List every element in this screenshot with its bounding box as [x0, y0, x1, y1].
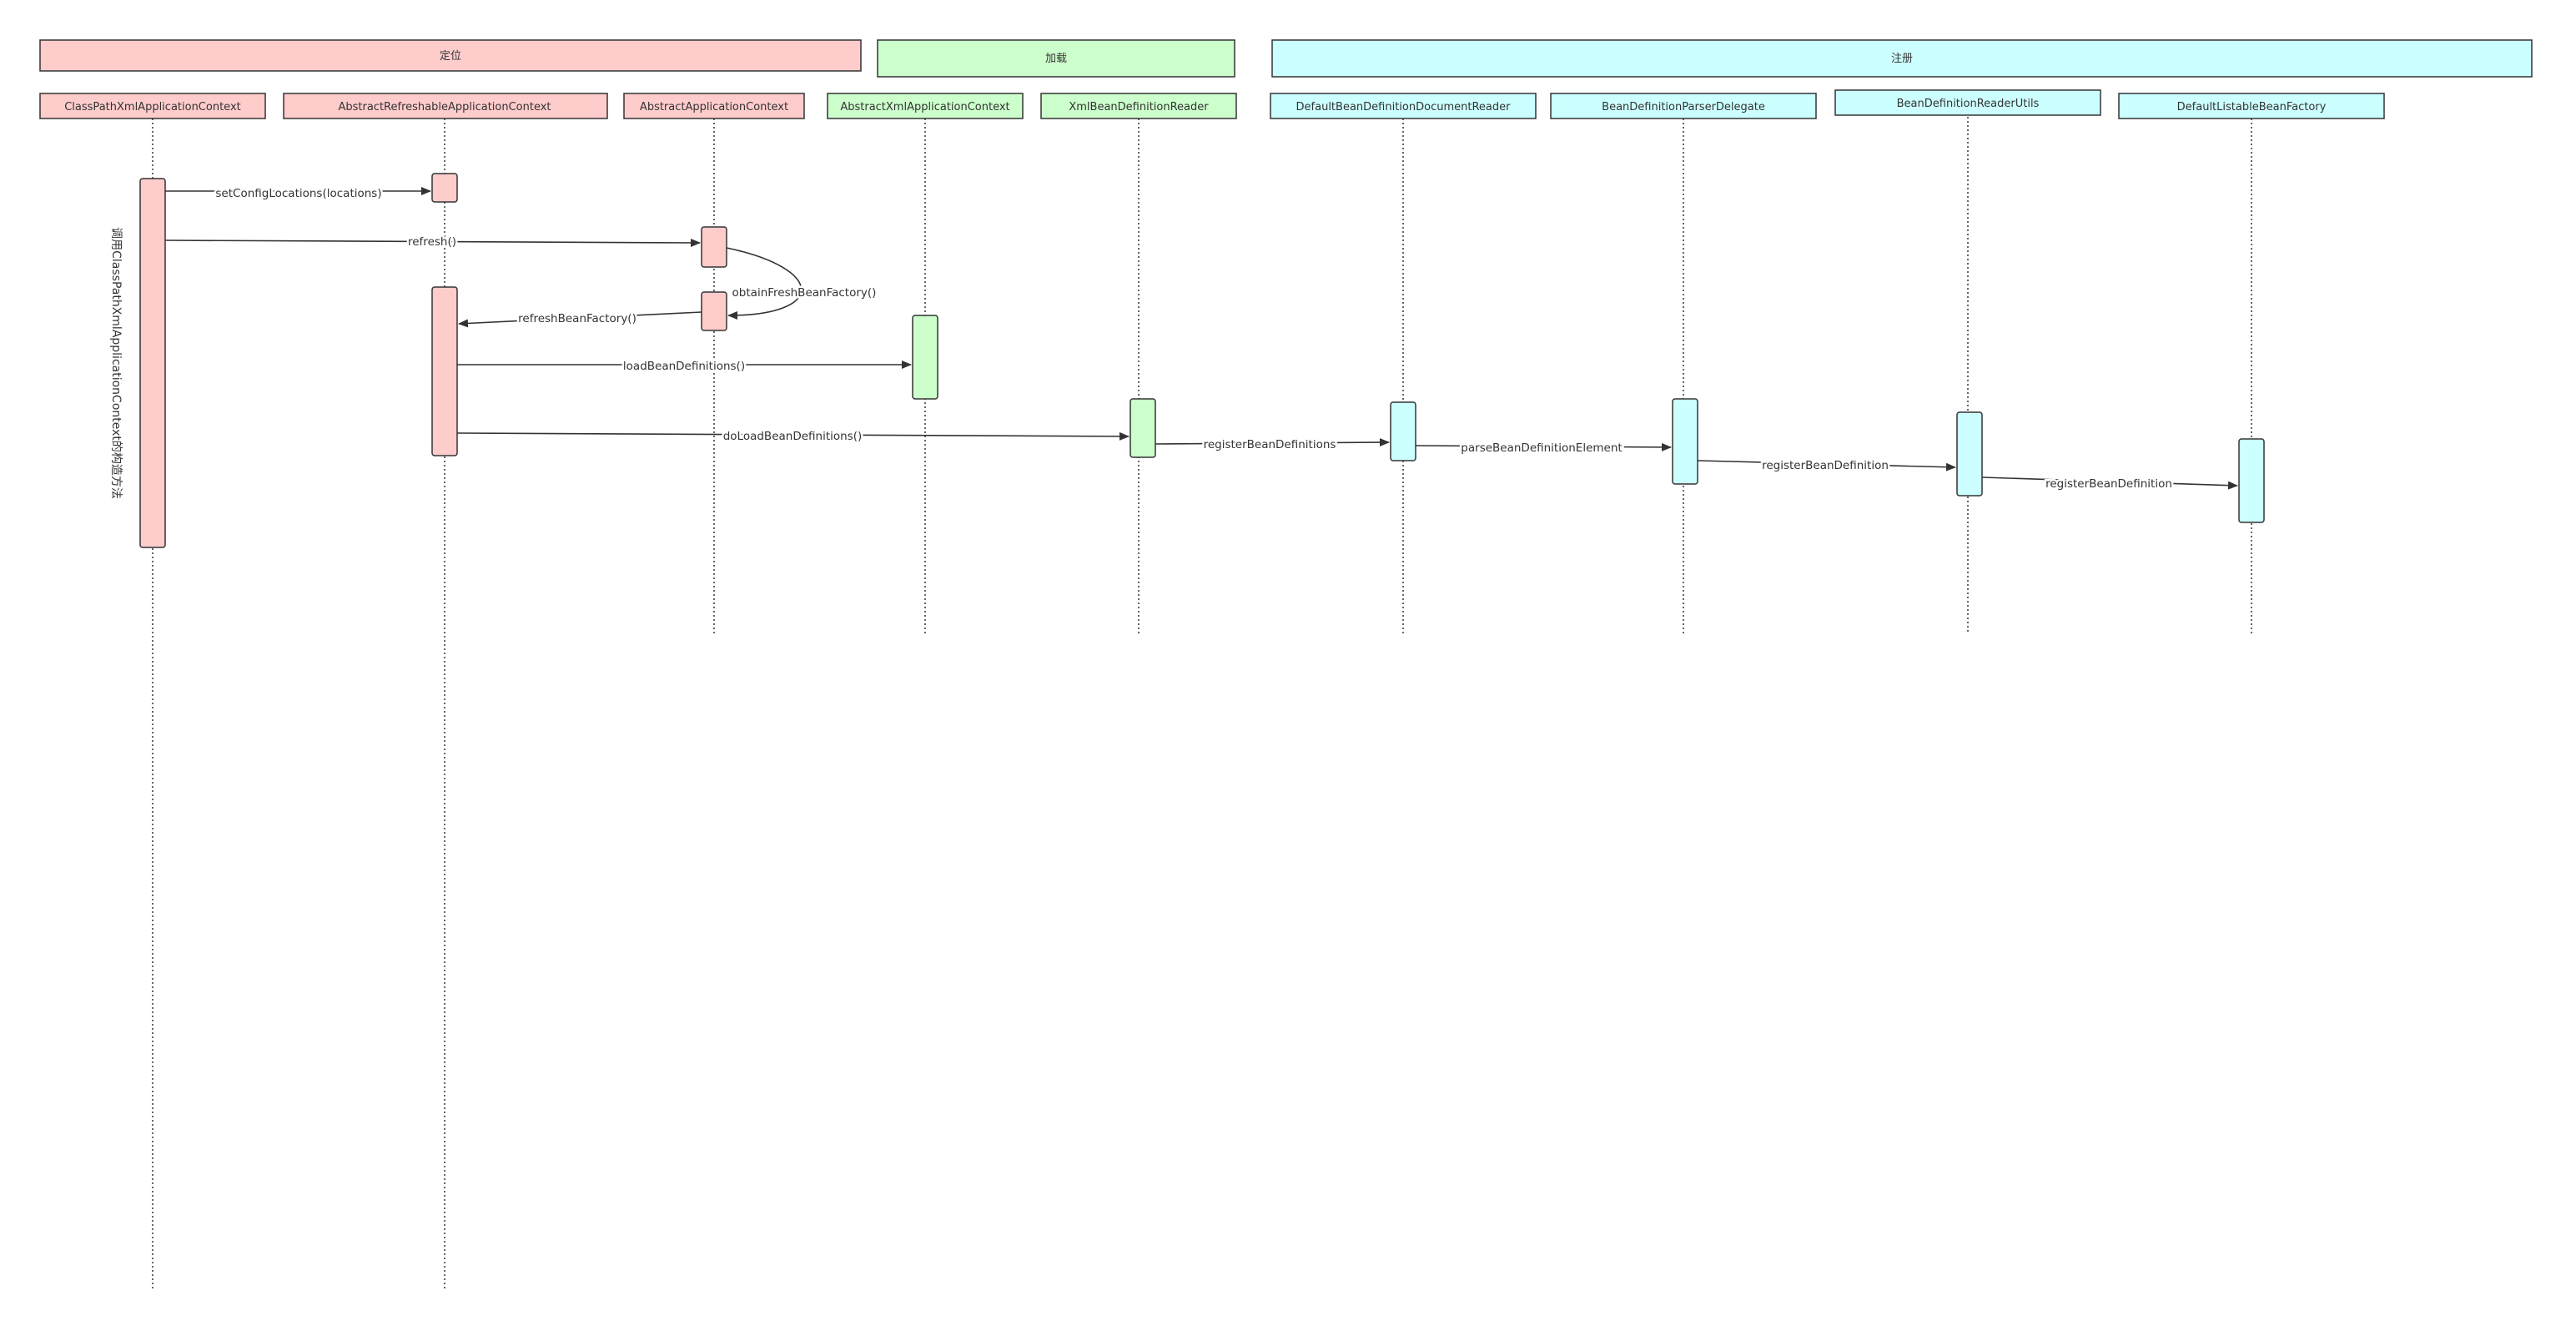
message-arrow: [1155, 438, 1390, 447]
activation-bar: [1130, 398, 1156, 458]
group-bands: 定位 加载 注册: [39, 39, 2533, 78]
message-label: setConfigLocations(locations): [215, 187, 381, 200]
activation-bar: [701, 226, 727, 268]
group-band-label: 加载: [1045, 53, 1067, 65]
activation-bar: [701, 291, 727, 331]
lifeline-label: DefaultBeanDefinitionDocumentReader: [1296, 101, 1512, 113]
lifeline-head: BeanDefinitionReaderUtils: [1834, 89, 2101, 116]
lifeline-head: AbstractApplicationContext: [623, 93, 805, 119]
message-arrows: [164, 187, 2238, 490]
message-label: registerBeanDefinition: [1762, 459, 1889, 472]
group-band-register: 注册: [1271, 39, 2533, 78]
lifeline-head-box: [1550, 93, 1817, 119]
message-label: refreshBeanFactory(): [518, 312, 636, 325]
group-band-rect: [877, 39, 1235, 78]
lifeline-label: ClassPathXmlApplicationContext: [64, 101, 241, 113]
message-arrow: [1697, 460, 1956, 471]
lifeline-head-box: [1834, 89, 2101, 116]
lifeline-head: XmlBeanDefinitionReader: [1040, 93, 1237, 119]
message-arrow: [456, 431, 1130, 441]
constructor-note: 调用ClassPathXmlApplicationContext的构造方法: [109, 227, 123, 499]
message-arrow: [1981, 476, 2238, 490]
lifeline-label: BeanDefinitionReaderUtils: [1897, 98, 2040, 110]
lifeline-head-box: [2118, 93, 2385, 119]
activation-bar: [912, 315, 938, 400]
group-band-locate: 定位: [39, 39, 862, 72]
group-band-label: 注册: [1891, 53, 1913, 65]
message-label: refresh(): [408, 235, 456, 249]
lifeline-head: BeanDefinitionParserDelegate: [1550, 93, 1817, 119]
activation-bar: [1672, 398, 1698, 485]
lifeline-head-box: [283, 93, 608, 119]
lifeline-label: AbstractApplicationContext: [640, 101, 788, 113]
lifeline-heads: ClassPathXmlApplicationContext AbstractR…: [39, 89, 2385, 119]
message-label: parseBeanDefinitionElement: [1461, 441, 1622, 455]
activation-bars: [139, 173, 2265, 548]
lifeline-head-box: [39, 93, 266, 119]
activation-bar: [431, 173, 458, 203]
lifeline-label: AbstractRefreshableApplicationContext: [338, 101, 551, 113]
group-band-rect: [1271, 39, 2533, 78]
message-arrow: [164, 238, 701, 247]
lifeline-head: AbstractRefreshableApplicationContext: [283, 93, 608, 119]
lifeline-label: AbstractXmlApplicationContext: [840, 101, 1009, 113]
group-band-load: 加载: [877, 39, 1235, 78]
message-label: registerBeanDefinitions: [1204, 438, 1336, 451]
message-arrow-self: [726, 247, 802, 320]
lifeline-label: XmlBeanDefinitionReader: [1069, 101, 1209, 113]
activation-bar: [431, 286, 458, 456]
lifeline-head-box: [1270, 93, 1537, 119]
message-arrow: [458, 311, 702, 328]
message-label: doLoadBeanDefinitions(): [723, 430, 863, 443]
lifeline-label: DefaultListableBeanFactory: [2177, 101, 2327, 113]
message-label: loadBeanDefinitions(): [623, 360, 745, 373]
group-band-label: 定位: [440, 50, 461, 63]
lifeline-head: ClassPathXmlApplicationContext: [39, 93, 266, 119]
lifeline-head: DefaultListableBeanFactory: [2118, 93, 2385, 119]
lifeline-head-box: [827, 93, 1024, 119]
activation-bar: [1390, 401, 1416, 461]
group-band-rect: [39, 39, 862, 72]
message-label: obtainFreshBeanFactory(): [732, 286, 877, 300]
lifeline-label: BeanDefinitionParserDelegate: [1602, 101, 1765, 113]
activation-bar: [2238, 438, 2265, 523]
message-labels: setConfigLocations(locations) refresh() …: [214, 185, 2175, 493]
lifeline-head-box: [1040, 93, 1237, 119]
lifeline-lines: [152, 117, 2252, 1289]
message-label: registerBeanDefinition: [2045, 477, 2172, 491]
activation-bar: [1956, 411, 1983, 497]
activation-bar: [139, 178, 166, 548]
message-arrow: [1415, 442, 1672, 451]
lifeline-head: DefaultBeanDefinitionDocumentReader: [1270, 93, 1537, 119]
lifeline-head-box: [623, 93, 805, 119]
lifeline-head: AbstractXmlApplicationContext: [827, 93, 1024, 119]
